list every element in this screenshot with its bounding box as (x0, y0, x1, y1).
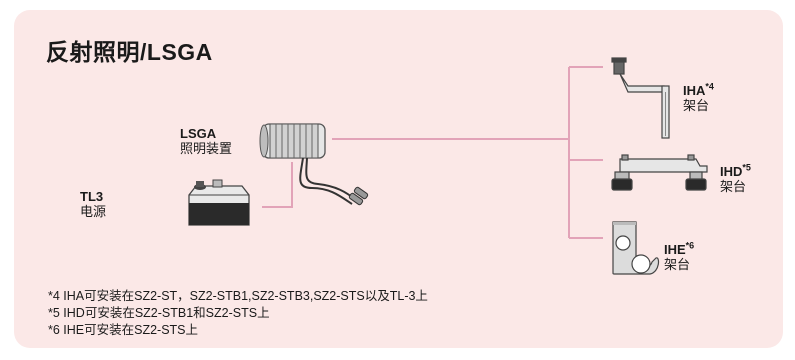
connector-lines (262, 66, 603, 239)
connector-tl3-to-lsga (262, 162, 293, 208)
tl3-label: TL3 电源 (80, 189, 106, 219)
ihd-stand-image (611, 154, 708, 191)
ihd-footnote-ref: *5 (742, 162, 751, 173)
diagram-panel (14, 10, 783, 348)
lsga-illuminator-image (259, 123, 369, 206)
ihd-label: IHD*5 架台 (720, 162, 751, 194)
ihd-description: 架台 (720, 179, 747, 194)
diagram-title: 反射照明/LSGA (46, 39, 213, 65)
lsga-label: LSGA 照明装置 (180, 126, 232, 156)
iha-label: IHA*4 架台 (683, 81, 714, 113)
tl3-description: 电源 (80, 204, 107, 219)
lsga-description: 照明装置 (180, 141, 233, 156)
tl3-power-supply-image (188, 179, 250, 226)
footnote-6: *6 IHE可安装在SZ2-STS上 (48, 323, 199, 337)
tl3-name: TL3 (80, 189, 104, 204)
footnotes: *4 IHA可安装在SZ2-ST，SZ2-STB1,SZ2-STB3,SZ2-S… (48, 288, 428, 339)
ihe-label: IHE*6 架台 (664, 240, 695, 272)
iha-footnote-ref: *4 (705, 81, 714, 92)
footnote-5: *5 IHD可安装在SZ2-STB1和SZ2-STS上 (48, 306, 270, 320)
lsga-name: LSGA (180, 126, 217, 141)
ihd-name: IHD (720, 164, 743, 179)
ihe-footnote-ref: *6 (685, 240, 695, 251)
iha-stand-image (611, 57, 670, 139)
iha-name: IHA (683, 83, 706, 98)
iha-description: 架台 (683, 98, 710, 113)
ihe-stand-image (612, 221, 660, 275)
ihe-name: IHE (664, 242, 686, 257)
ihe-description: 架台 (664, 257, 691, 272)
footnote-4: *4 IHA可安装在SZ2-ST，SZ2-STB1,SZ2-STB3,SZ2-S… (48, 289, 428, 303)
